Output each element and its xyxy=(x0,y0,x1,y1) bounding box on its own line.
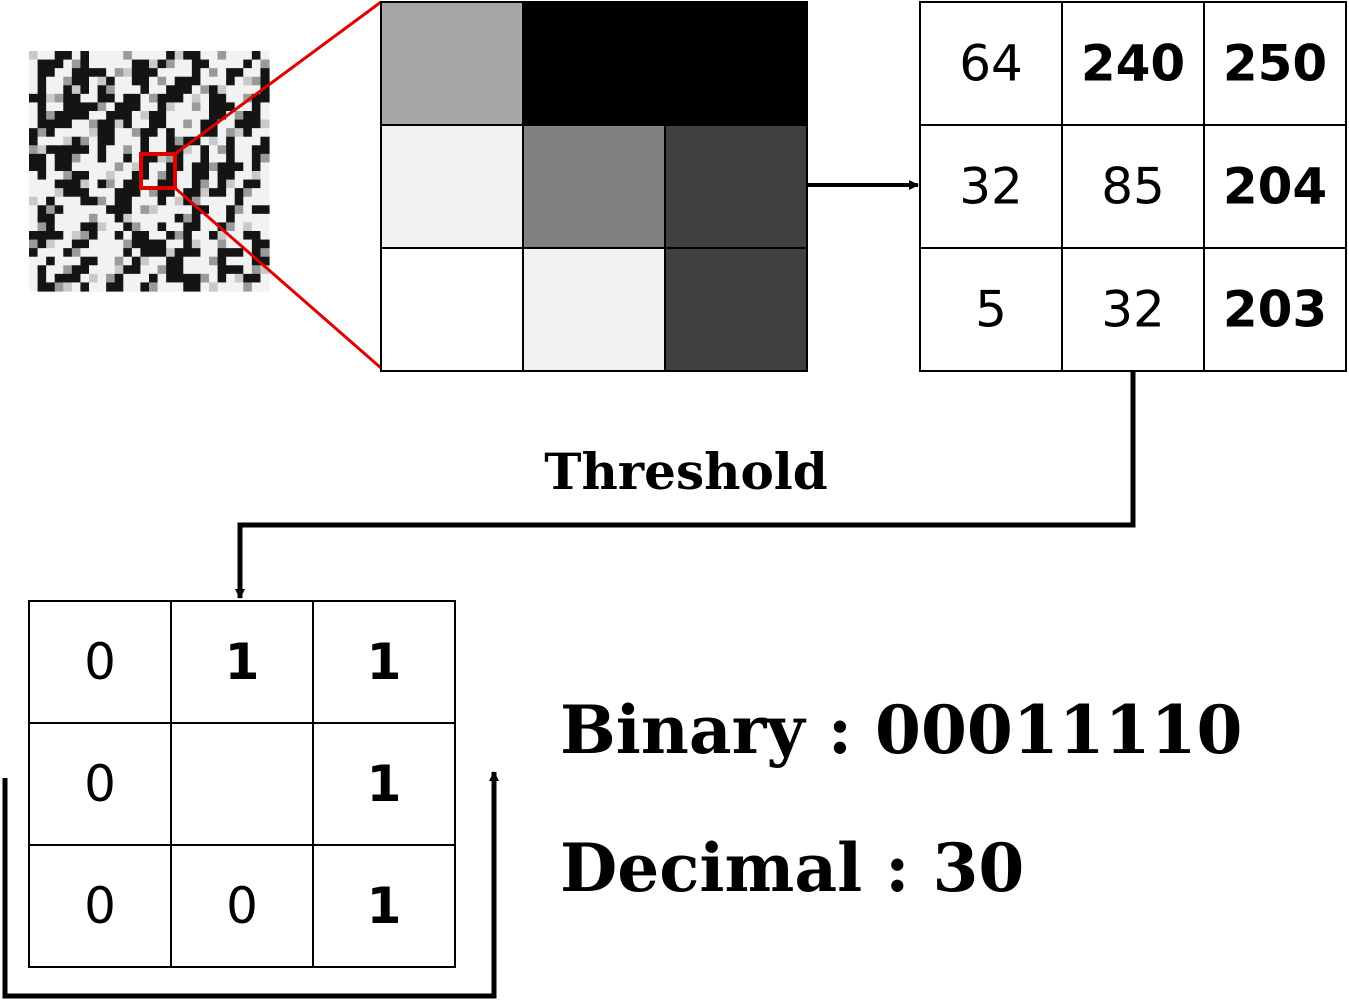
zoom-cell xyxy=(380,247,524,372)
binary-cell xyxy=(170,600,314,724)
binary-pattern-grid: 0 1 1 0 1 0 0 1 xyxy=(28,600,456,968)
reading-order-arrow xyxy=(2,771,499,999)
binary-value: 1 xyxy=(367,755,402,813)
binary-cell xyxy=(170,722,314,846)
zoom-cell xyxy=(522,247,666,372)
binary-cell xyxy=(170,844,314,968)
zoom-line-bottom xyxy=(174,186,382,370)
intensity-value: 240 xyxy=(1081,35,1185,93)
zoom-line-top xyxy=(174,0,382,156)
threshold-connector xyxy=(235,370,1136,599)
intensity-cell xyxy=(1061,124,1205,249)
binary-value: 0 xyxy=(226,877,258,935)
intensity-cell xyxy=(919,247,1063,372)
zoom-cell xyxy=(380,124,524,249)
intensity-cell xyxy=(1203,1,1347,126)
source-texture-image xyxy=(29,51,270,292)
binary-cell xyxy=(312,600,456,724)
binary-value: 0 xyxy=(84,877,116,935)
binary-result: Binary : 00011110 xyxy=(560,691,1242,769)
decimal-result: Decimal : 30 xyxy=(560,829,1024,907)
zoom-cell xyxy=(522,124,666,249)
intensity-value: 203 xyxy=(1223,281,1327,339)
binary-value: 1 xyxy=(367,877,402,935)
intensity-value: 204 xyxy=(1223,158,1327,216)
zoom-cell xyxy=(664,124,808,249)
intensity-value: 5 xyxy=(975,281,1007,339)
zoomed-pixel-grid xyxy=(380,1,808,372)
intensity-cell xyxy=(1203,247,1347,372)
intensity-value: 85 xyxy=(1101,158,1165,216)
zoom-cell xyxy=(522,1,666,126)
threshold-label: Threshold xyxy=(544,442,828,501)
binary-cell xyxy=(312,844,456,968)
binary-value: 0 xyxy=(84,755,116,813)
intensity-value: 64 xyxy=(959,35,1023,93)
selection-box xyxy=(139,152,177,190)
intensity-value-grid: 64 240 250 32 85 204 5 32 203 xyxy=(919,1,1347,372)
intensity-value: 32 xyxy=(1101,281,1165,339)
binary-value: 1 xyxy=(367,633,402,691)
zoom-cell xyxy=(664,1,808,126)
zoom-cell xyxy=(664,247,808,372)
binary-value: 0 xyxy=(84,633,116,691)
intensity-value: 250 xyxy=(1223,35,1327,93)
intensity-cell xyxy=(919,1,1063,126)
zoom-cell xyxy=(380,1,524,126)
intensity-value: 32 xyxy=(959,158,1023,216)
binary-value: 1 xyxy=(225,633,260,691)
